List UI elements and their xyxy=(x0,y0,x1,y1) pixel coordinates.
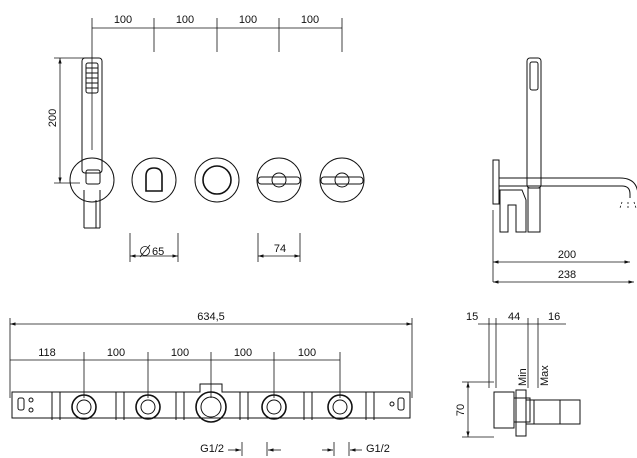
section-dim-1: 15 xyxy=(466,311,478,323)
thread-left-label: G1/2 xyxy=(200,443,224,455)
side-inner-label: 200 xyxy=(558,249,576,261)
body-spacing-2: 100 xyxy=(171,347,189,359)
height-label: 200 xyxy=(47,109,59,127)
ring-fitting xyxy=(194,157,240,203)
mixer-lever-1 xyxy=(256,157,302,203)
body-port-2 xyxy=(135,394,161,420)
section-view: 15 44 16 Min Max 70 xyxy=(455,311,581,438)
mixer-lever-2 xyxy=(319,157,365,203)
side-holder xyxy=(499,189,527,233)
hand-shower xyxy=(69,57,115,229)
min-label: Min xyxy=(517,368,529,386)
top-spacing-2: 100 xyxy=(176,14,194,26)
body-port-1 xyxy=(71,394,97,420)
concealed-body-view: 634,5 118 100 100 100 100 xyxy=(9,311,413,456)
top-spacing-4: 100 xyxy=(301,14,319,26)
diverter-knob xyxy=(131,157,177,203)
section-dim-2: 44 xyxy=(508,311,520,323)
thread-right-label: G1/2 xyxy=(366,443,390,455)
side-spout xyxy=(499,177,637,198)
front-view: 100 100 100 100 200 xyxy=(47,14,365,262)
lever-width-label: 74 xyxy=(274,243,286,255)
diameter-label: 65 xyxy=(152,246,164,258)
side-wall-plate xyxy=(492,159,500,205)
body-spacing-4: 100 xyxy=(298,347,316,359)
section-dim-3: 16 xyxy=(548,311,560,323)
body-port-3 xyxy=(195,391,227,423)
body-spacing-1: 100 xyxy=(107,347,125,359)
body-port-5 xyxy=(327,394,353,420)
section-wall-body xyxy=(493,391,515,429)
top-spacing-3: 100 xyxy=(239,14,257,26)
body-port-4 xyxy=(261,394,287,420)
body-offset-label: 118 xyxy=(38,347,56,359)
water-spray-icon xyxy=(619,201,637,210)
max-label: Max xyxy=(539,365,551,386)
side-view: 200 238 xyxy=(492,57,637,284)
top-spacing-1: 100 xyxy=(114,14,132,26)
body-spacing-3: 100 xyxy=(234,347,252,359)
total-length-label: 634,5 xyxy=(197,311,225,323)
side-hand-shower xyxy=(526,57,542,189)
side-outer-label: 238 xyxy=(558,269,576,281)
section-height-label: 70 xyxy=(455,404,467,416)
